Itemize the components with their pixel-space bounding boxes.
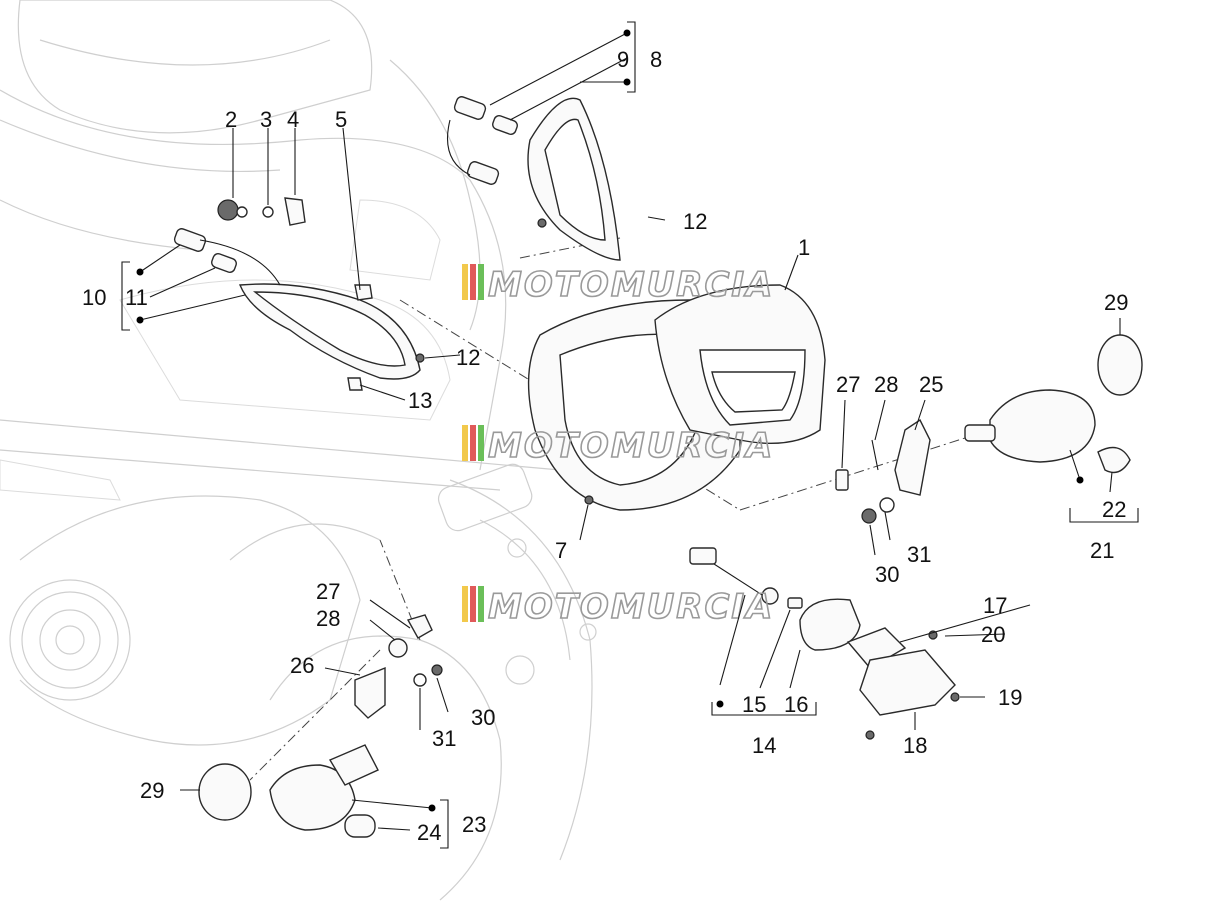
callout-24: 24 (417, 820, 441, 845)
watermark: MOTOMURCIA MOTOMURCIA MOTOMURCIA (462, 264, 774, 628)
callout-5: 5 (335, 107, 347, 132)
rear-left-indicator (198, 614, 443, 838)
callout-16: 16 (784, 692, 808, 717)
callout-20: 20 (981, 622, 1005, 647)
callout-11: 11 (125, 285, 148, 310)
callout-31-right: 31 (907, 542, 931, 567)
callout-14: 14 (752, 733, 776, 758)
callout-17: 17 (983, 593, 1007, 618)
callout-19: 19 (998, 685, 1022, 710)
callout-labels: 1 2 3 4 5 7 8 9 10 11 12 12 13 14 15 16 … (82, 47, 1128, 845)
rear-right-indicator (964, 334, 1143, 474)
callout-10: 10 (82, 285, 106, 310)
callout-15: 15 (742, 692, 766, 717)
callout-25: 25 (919, 372, 943, 397)
callout-27-right: 27 (836, 372, 860, 397)
callout-2: 2 (225, 107, 237, 132)
callout-4: 4 (287, 107, 299, 132)
callout-23: 23 (462, 812, 486, 837)
tail-light-assembly (527, 284, 826, 511)
callout-21: 21 (1090, 538, 1114, 563)
front-indicator-assembly (446, 96, 621, 261)
leader-lines (121, 21, 1139, 849)
side-indicator-assembly (173, 228, 421, 380)
license-light-assembly (689, 547, 960, 740)
callout-28-left: 28 (316, 606, 340, 631)
watermark-text: MOTOMURCIA (488, 426, 774, 466)
callout-30-left: 30 (471, 705, 495, 730)
mounting-parts-right (835, 418, 931, 524)
callout-30-right: 30 (875, 562, 899, 587)
watermark-text: MOTOMURCIA (488, 587, 774, 627)
callout-22: 22 (1102, 497, 1126, 522)
callout-29-left: 29 (140, 778, 164, 803)
callout-1: 1 (798, 235, 810, 260)
screw-7 (584, 495, 594, 505)
callout-29-right: 29 (1104, 290, 1128, 315)
scooter-body-outline (0, 0, 621, 901)
watermark-text: MOTOMURCIA (488, 265, 774, 305)
callout-9: 9 (617, 47, 629, 72)
callout-31-left: 31 (432, 726, 456, 751)
callout-12-lower: 12 (456, 345, 480, 370)
callout-12-upper: 12 (683, 209, 707, 234)
callout-7: 7 (555, 538, 567, 563)
callout-13: 13 (408, 388, 432, 413)
small-parts-upper (217, 197, 547, 391)
callout-8: 8 (650, 47, 662, 72)
callout-3: 3 (260, 107, 272, 132)
callout-26: 26 (290, 653, 314, 678)
reference-dots (136, 29, 1084, 812)
callout-28-right: 28 (874, 372, 898, 397)
callout-27-left: 27 (316, 579, 340, 604)
callout-18: 18 (903, 733, 927, 758)
